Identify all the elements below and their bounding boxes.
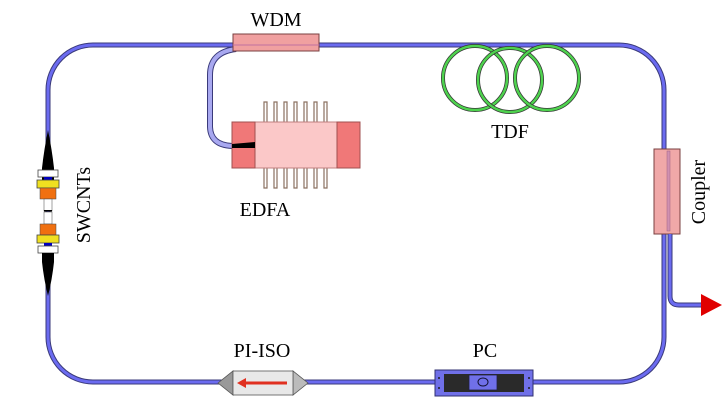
pc-label: PC bbox=[473, 340, 497, 362]
tdf-label: TDF bbox=[491, 121, 529, 143]
pc-component: PC bbox=[434, 340, 534, 397]
output-arrow-icon bbox=[701, 294, 722, 316]
pi-iso-label: PI-ISO bbox=[234, 340, 291, 362]
edfa-label: EDFA bbox=[240, 199, 291, 221]
swcnts-component: SWCNTs bbox=[36, 130, 95, 296]
wdm-component: WDM bbox=[232, 9, 320, 52]
edfa-component: EDFA bbox=[231, 101, 361, 221]
coupler-label: Coupler bbox=[688, 159, 710, 224]
wdm-edfa-fiber bbox=[207, 46, 237, 149]
tdf-component: TDF bbox=[441, 44, 581, 143]
swcnts-label: SWCNTs bbox=[73, 167, 95, 244]
wdm-label: WDM bbox=[250, 9, 301, 31]
tdf-coil bbox=[441, 44, 581, 114]
output-port bbox=[667, 234, 722, 316]
edfa-pins bbox=[263, 101, 328, 189]
pi-iso-component: PI-ISO bbox=[217, 340, 309, 396]
coupler-component: Coupler bbox=[653, 148, 710, 235]
